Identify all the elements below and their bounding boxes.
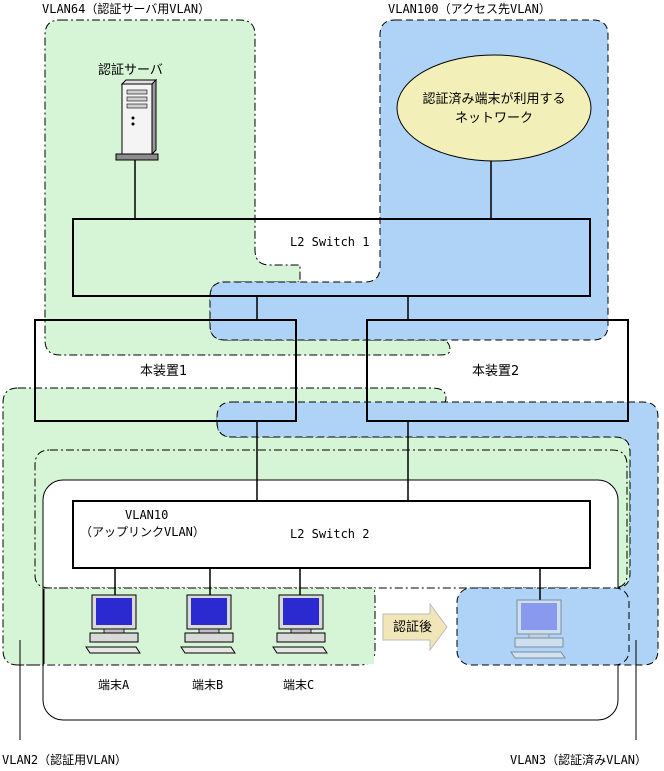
vlan10-sublabel: （アップリンクVLAN） [80, 525, 205, 539]
pointer-lines [19, 640, 637, 740]
auth-server-icon [115, 78, 159, 161]
terminal-a-icon [85, 594, 141, 654]
vlan2-inner-boundary [34, 449, 628, 589]
terminal-c-label: 端末C [283, 678, 314, 692]
vlan2-label: VLAN2（認証用VLAN） [2, 752, 127, 767]
network-ellipse [396, 54, 592, 162]
terminal-b-icon [180, 594, 236, 654]
vlan3-label: VLAN3（認証済みVLAN） [510, 752, 647, 767]
l2-switch-1-label: L2 Switch 1 [290, 235, 369, 249]
after-auth-label: 認証後 [393, 619, 432, 635]
device-1-label: 本装置1 [140, 364, 187, 379]
vlan10-label: VLAN10 [125, 508, 168, 522]
network-label-line1: 認証済み端末が利用する [422, 91, 565, 107]
network-label-line2: ネットワーク [455, 111, 533, 126]
device-2-label: 本装置2 [472, 364, 519, 379]
vlan100-title: VLAN100（アクセス先VLAN） [388, 2, 551, 16]
terminal-a-label: 端末A [98, 678, 130, 692]
l2-switch-2 [72, 500, 591, 569]
after-auth-arrow [382, 602, 448, 652]
l2-switch-1 [72, 218, 591, 297]
terminal-b-label: 端末B [192, 678, 223, 692]
device-2 [366, 319, 629, 422]
device-1 [34, 319, 297, 422]
auth-server-label: 認証サーバ [98, 62, 163, 78]
terminal-c-icon [272, 594, 328, 654]
vlan64-title: VLAN64（認証サーバ用VLAN） [42, 1, 210, 16]
connection-lines [114, 160, 541, 600]
l2-switch-2-label: L2 Switch 2 [290, 527, 369, 541]
authenticated-terminal-icon [510, 599, 566, 659]
